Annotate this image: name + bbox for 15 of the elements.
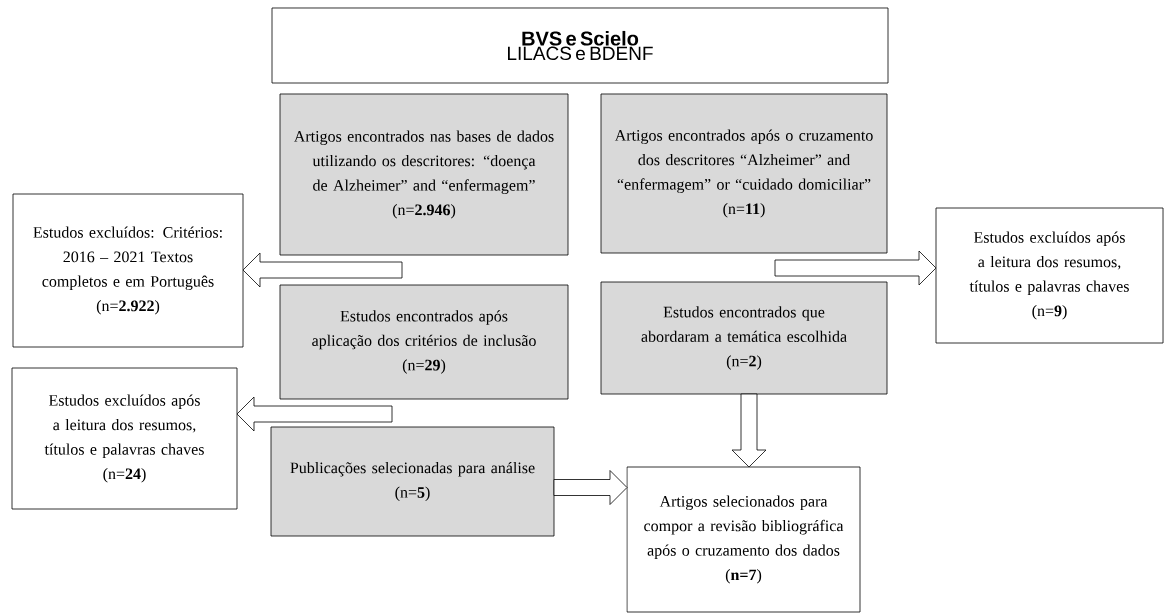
result-box: Estudos excluídos após a leitura dos resumos, títulos e palavras chaves (n=24) (11, 367, 238, 510)
result-box: Artigos selecionados para compor a revisão bibliográfica após o cruzamento dos dados (n=7) (626, 466, 861, 613)
block-arrow (242, 252, 403, 288)
process-box: Publicações selecionadas para análise (n=5) (270, 426, 555, 537)
block-arrow (553, 470, 628, 505)
block-arrow (731, 393, 767, 468)
process-box: Estudos encontrados após aplicação dos critérios de inclusão (n=29) (279, 284, 569, 400)
block-arrow (774, 250, 937, 286)
block-arrow (236, 396, 393, 432)
process-box: Artigos encontrados após o cruzamento dos descritores “Alzheimer” and “enfermagem” or “cuidado domiciliar” (n=11) (600, 93, 888, 254)
result-box: Estudos excluídos após a leitura dos resumos, títulos e palavras chaves (n=9) (935, 207, 1164, 344)
process-box: Artigos encontrados nas bases de dados utilizando os descritores: “doença de Alzheimer” and “enfermagem” (n=2.946) (279, 93, 569, 256)
process-box: Estudos encontrados que abordaram a temática escolhida (n=2) (600, 281, 888, 395)
header-box: BVS e Scielo LILACS e BDENF (271, 7, 889, 84)
result-box: Estudos excluídos: Critérios: 2016 – 2021 Textos completos e em Português (n=2.922) (12, 193, 244, 348)
